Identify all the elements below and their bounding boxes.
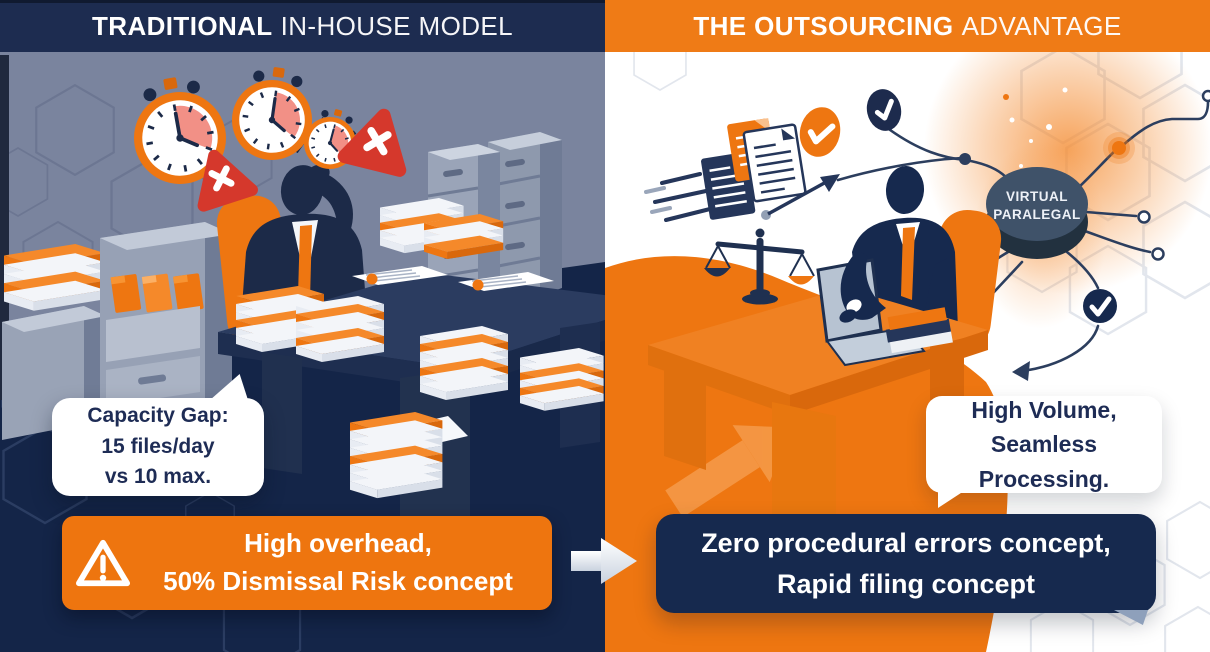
circuit-arrowhead: [1012, 361, 1030, 381]
risk-line-1: High overhead,: [244, 528, 432, 559]
risk-line-2: 50% Dismissal Risk concept: [163, 566, 513, 596]
right-header-emphasis: THE OUTSOURCING: [693, 10, 954, 41]
trend-arrow: [761, 174, 840, 220]
checkmark-badge-orange: [799, 107, 841, 157]
glowing-node: [1103, 132, 1135, 164]
speed-lines: [644, 172, 716, 222]
benefit-line-1: Zero procedural errors concept,: [701, 528, 1111, 558]
virtual-paralegal-label: VIRTUAL PARALEGAL: [993, 189, 1081, 222]
circuit-node: [959, 153, 971, 165]
benefit-line-2: Rapid filing concept: [776, 568, 1035, 599]
left-header: TRADITIONAL IN-HOUSE MODEL: [0, 0, 605, 52]
right-header: THE OUTSOURCING ADVANTAGE: [605, 0, 1210, 52]
risk-banner: High overhead, 50% Dismissal Risk concep…: [62, 516, 552, 610]
volume-line-2: Seamless Processing.: [978, 431, 1110, 492]
benefit-banner: Zero procedural errors concept, Rapid fi…: [656, 514, 1156, 625]
virtual-paralegal-node: [986, 167, 1088, 259]
checkmark-badge-navy: [866, 89, 902, 131]
flying-documents: [701, 118, 807, 220]
warning-triangle-icon: [72, 536, 134, 590]
capacity-gap-bubble: Capacity Gap: 15 files/day vs 10 max.: [52, 374, 264, 496]
law-books: [885, 307, 953, 354]
volume-line-1: High Volume,: [971, 396, 1117, 423]
capacity-line-3: vs 10 max.: [104, 465, 212, 489]
transition-arrow-icon: [571, 538, 637, 584]
high-volume-bubble: High Volume, Seamless Processing.: [926, 396, 1162, 508]
risk-banner-text: High overhead, 50% Dismissal Risk concep…: [134, 525, 542, 600]
left-header-rest: IN-HOUSE MODEL: [280, 10, 513, 41]
checkmark-badge-navy: [1083, 289, 1117, 323]
left-header-emphasis: TRADITIONAL: [91, 10, 273, 41]
scales-of-justice-icon: [704, 228, 815, 305]
capacity-line-1: Capacity Gap:: [87, 404, 229, 428]
circuit-terminals: [1137, 89, 1210, 261]
capacity-line-2: 15 files/day: [101, 434, 215, 458]
file-cabinet-open: [100, 222, 232, 436]
document-stack: [4, 244, 106, 311]
right-header-rest: ADVANTAGE: [961, 10, 1122, 41]
left-panel: TRADITIONAL IN-HOUSE MODEL Capacity Gap:…: [0, 0, 605, 652]
